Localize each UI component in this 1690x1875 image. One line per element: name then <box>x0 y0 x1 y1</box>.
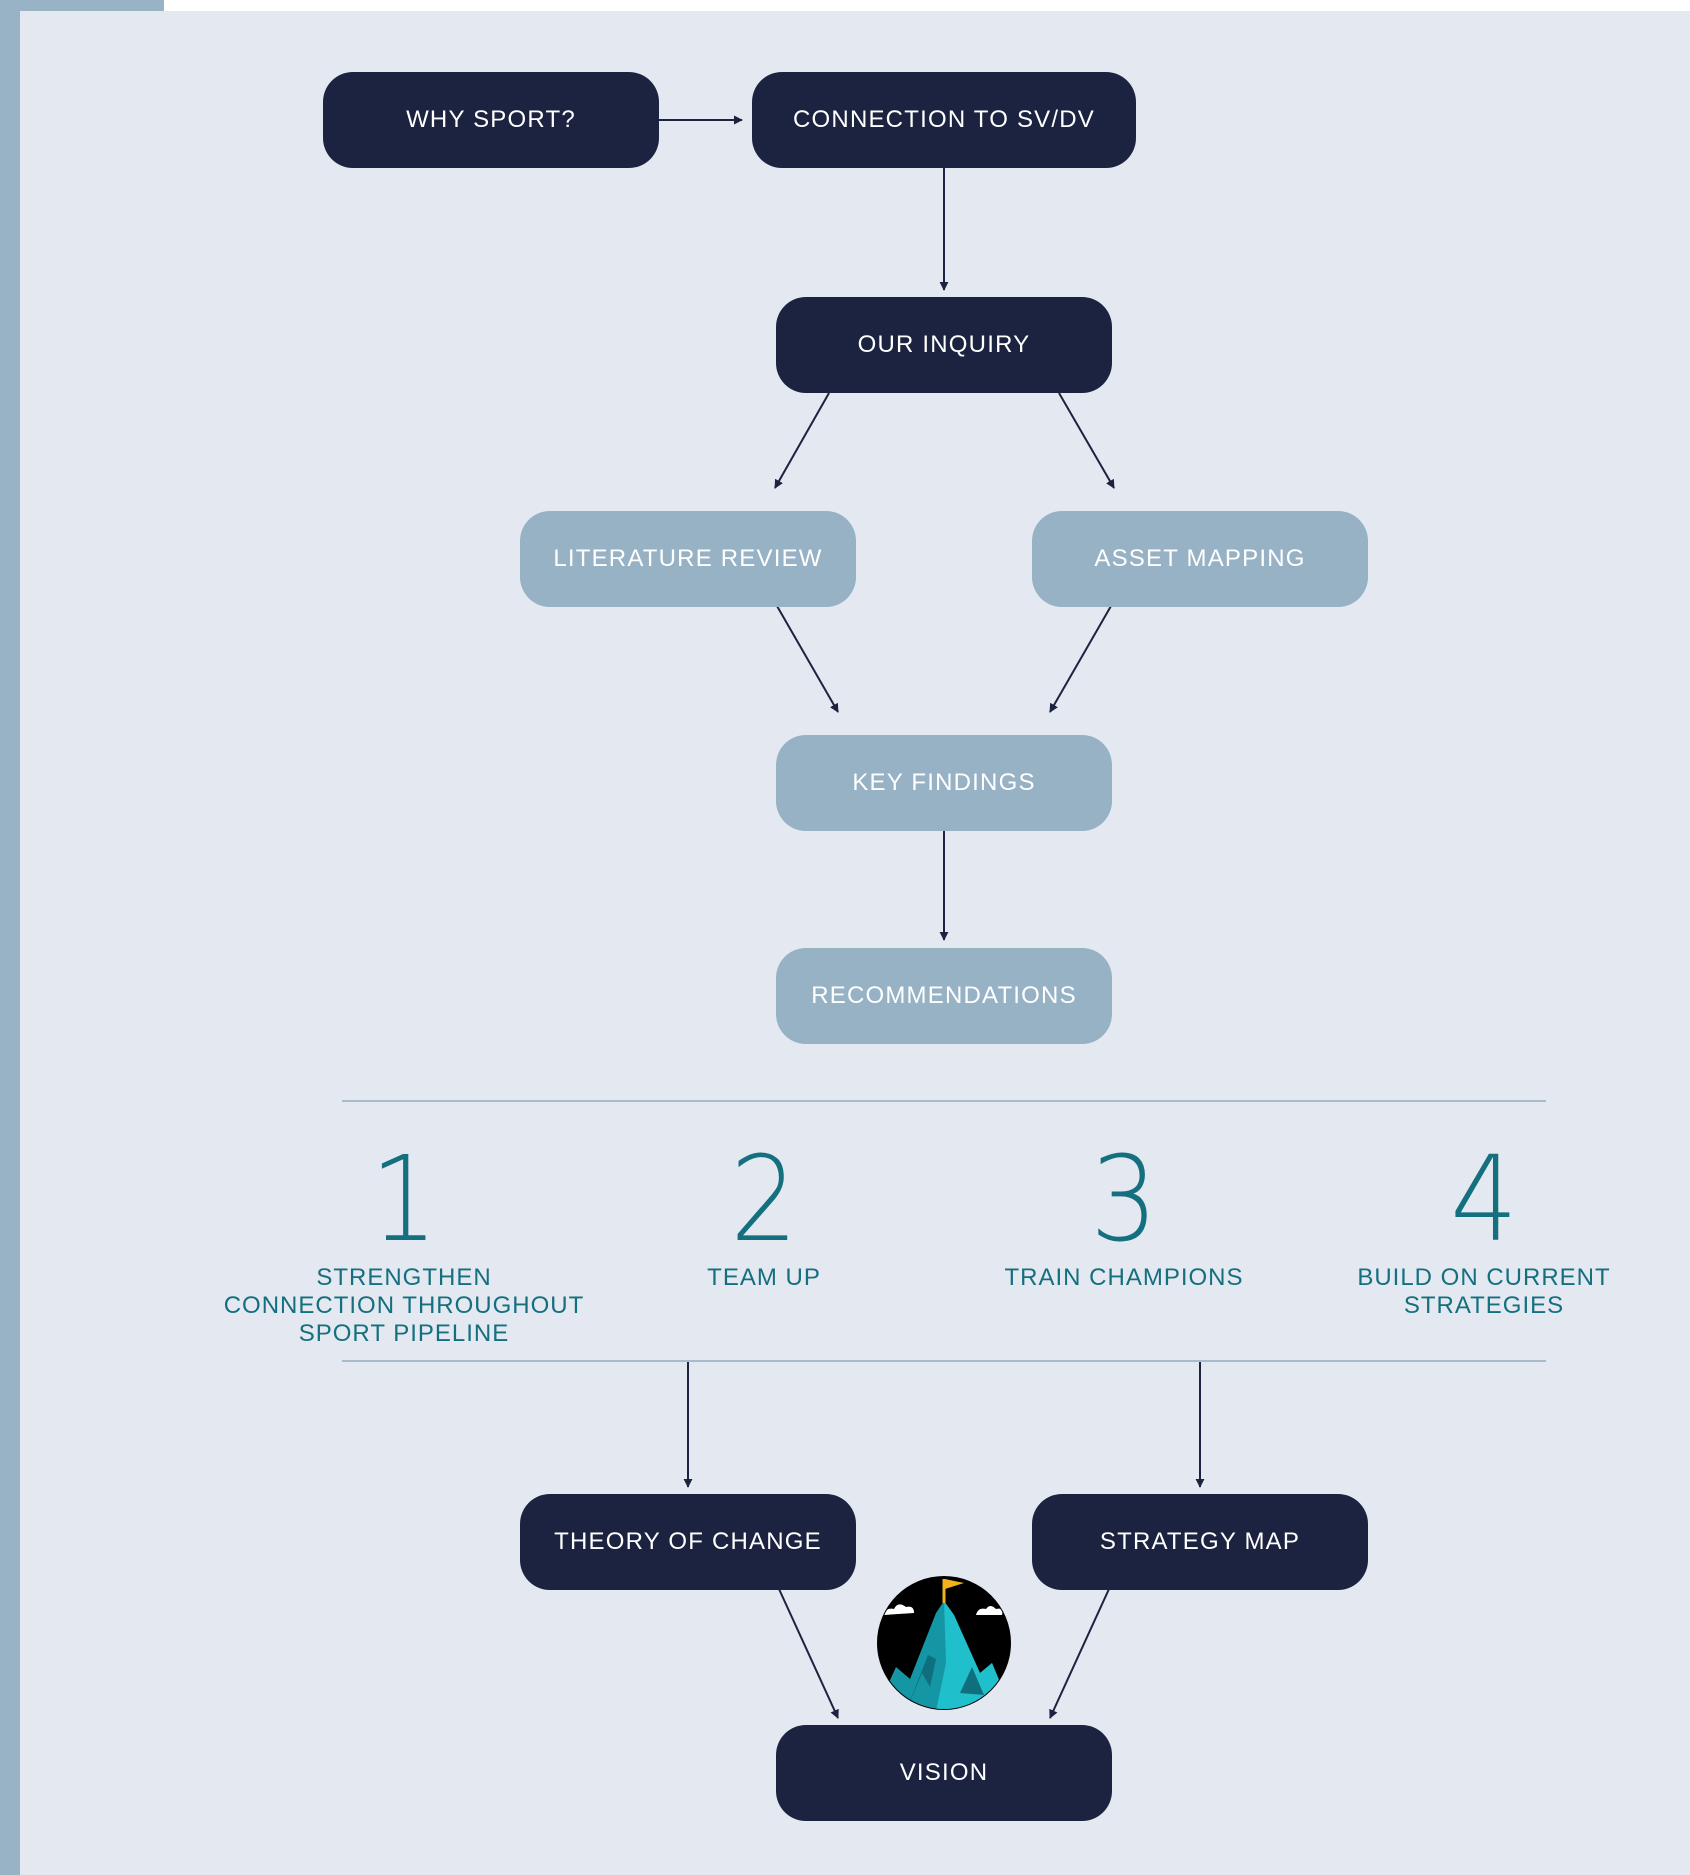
strategy-map-node: STRATEGY MAP <box>1032 1494 1368 1590</box>
recommendations-node: RECOMMENDATIONS <box>776 948 1112 1044</box>
arrow-inquiry-to-asset <box>1058 392 1115 489</box>
recommendation-number: 1 <box>370 1130 438 1268</box>
recommendation-number: 3 <box>1090 1130 1158 1268</box>
connection-node: CONNECTION TO SV/DV <box>752 72 1136 168</box>
arrow-theory-to-vision <box>778 1588 839 1719</box>
our-inquiry-node: OUR INQUIRY <box>776 297 1112 393</box>
literature-review-node: LITERATURE REVIEW <box>520 511 856 607</box>
top-tab <box>20 0 164 11</box>
key-findings-node: KEY FINDINGS <box>776 735 1112 831</box>
divider-bottom <box>342 1360 1546 1362</box>
recommendation-3: 3 TRAIN CHAMPIONS <box>934 1140 1314 1292</box>
arrow-asset-to-findings <box>1049 605 1112 713</box>
recommendation-label: TEAM UP <box>707 1264 821 1291</box>
recommendation-number: 4 <box>1450 1130 1518 1268</box>
recommendation-label: TRAIN CHAMPIONS <box>1004 1264 1244 1291</box>
left-rail <box>0 0 20 1875</box>
theory-of-change-node: THEORY OF CHANGE <box>520 1494 856 1590</box>
why-sport-node: WHY SPORT? <box>323 72 659 168</box>
arrow-inquiry-to-literature <box>774 392 830 489</box>
mountain-summit-flag-icon <box>877 1576 1011 1710</box>
recommendation-2: 2 TEAM UP <box>574 1140 954 1292</box>
recommendation-number: 2 <box>730 1130 798 1268</box>
vision-node: VISION <box>776 1725 1112 1821</box>
arrow-strategy-to-vision <box>1049 1588 1110 1719</box>
asset-mapping-node: ASSET MAPPING <box>1032 511 1368 607</box>
divider-top <box>342 1100 1546 1102</box>
arrow-literature-to-findings <box>776 605 839 713</box>
